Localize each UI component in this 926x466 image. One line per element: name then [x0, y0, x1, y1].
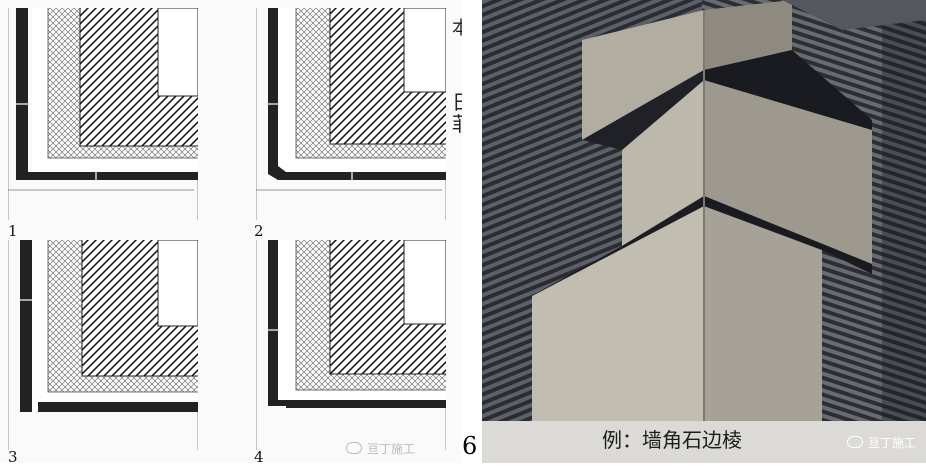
- corner-detail-1: [8, 8, 198, 220]
- cut-character-1: 本: [452, 18, 462, 39]
- corner-detail-4: [256, 240, 446, 450]
- stone-corner-photo: 例：墙角石边棱 亘丁施工: [482, 0, 926, 463]
- wechat-icon: [346, 442, 362, 454]
- drawing-watermark: 亘丁施工: [346, 440, 415, 457]
- cut-character-2: 日: [452, 86, 462, 115]
- corner-detail-2: [256, 8, 446, 220]
- cut-character-3: 菲: [452, 108, 462, 137]
- detail-label-1: 1: [8, 222, 18, 240]
- detail-label-3: 3: [8, 448, 18, 466]
- wechat-icon: [846, 436, 863, 448]
- photo-watermark-text: 亘丁施工: [867, 436, 916, 450]
- detail-drawings-panel: 1 2: [0, 0, 462, 466]
- figure-number: 6: [462, 432, 478, 460]
- photo-illustration: [482, 0, 926, 463]
- photo-caption: 例：墙角石边棱: [602, 428, 742, 452]
- photo-watermark: 亘丁施工: [846, 434, 916, 451]
- detail-label-4: 4: [254, 448, 264, 466]
- detail-label-2: 2: [254, 222, 264, 240]
- drawing-watermark-text: 亘丁施工: [367, 442, 416, 456]
- corner-detail-3: [8, 240, 198, 450]
